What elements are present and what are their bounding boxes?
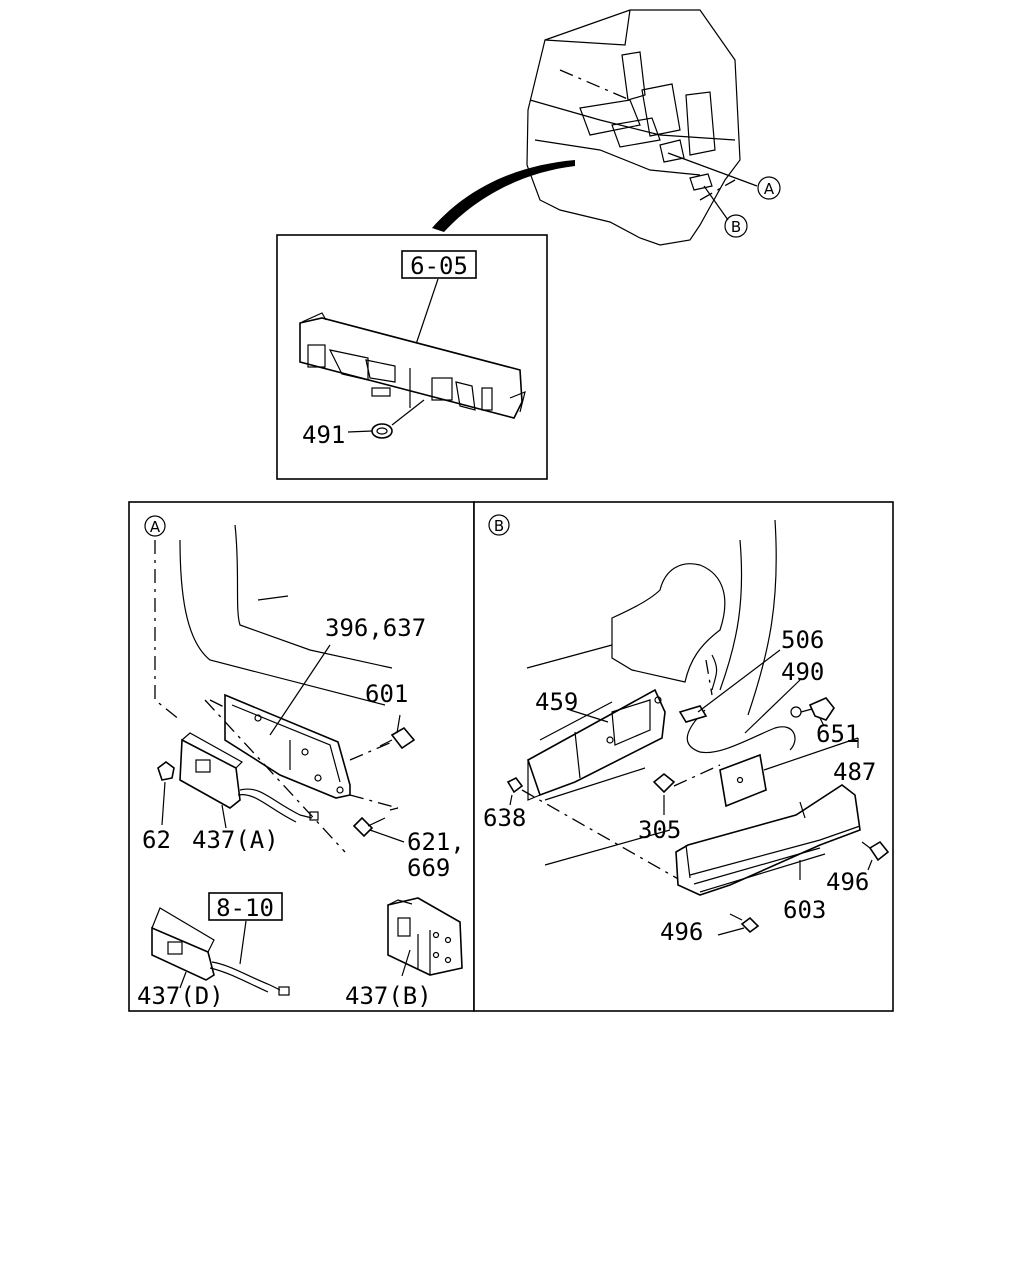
part-638-label: 638	[483, 804, 526, 832]
cab-overview: A B	[432, 9, 781, 246]
bolt-621-669	[352, 816, 374, 838]
part-621-label: 621,	[407, 828, 465, 856]
part-651-label: 651	[816, 720, 859, 748]
ref-box-8-10	[208, 892, 283, 921]
nut-305	[652, 772, 676, 794]
part-490-label: 490	[781, 658, 824, 686]
part-437a-label: 437(A)	[192, 826, 279, 854]
key-651	[808, 697, 835, 721]
part-305-label: 305	[638, 816, 681, 844]
panel-b: B 459 638 305 506 49	[473, 501, 894, 1012]
nut-638	[506, 776, 524, 794]
zoom-arrow	[432, 160, 575, 232]
part-491-label: 491	[302, 421, 345, 449]
part-496b-label: 496	[660, 918, 703, 946]
clip-62	[157, 761, 175, 781]
callout-a-label: A	[764, 180, 775, 198]
cable-490	[686, 709, 796, 754]
part-603-label: 603	[783, 896, 826, 924]
part-437b-label: 437(B)	[345, 982, 432, 1010]
panel-a-marker: A	[150, 518, 161, 536]
part-62-label: 62	[142, 826, 171, 854]
module-437b	[387, 897, 463, 976]
part-669-label: 669	[407, 854, 450, 882]
part-496a-label: 496	[826, 868, 869, 896]
cover-603	[675, 784, 861, 896]
bolt-496-right	[868, 840, 890, 862]
part-396-637-label: 396,637	[325, 614, 426, 642]
module-437a	[179, 738, 241, 809]
detail-box-6-05: 6-05 491	[276, 234, 548, 480]
part-601-label: 601	[365, 680, 408, 708]
module-437d	[151, 926, 215, 981]
ref-6-05-label: 6-05	[410, 252, 468, 280]
part-506-label: 506	[781, 626, 824, 654]
part-487-label: 487	[833, 758, 876, 786]
part-437d-label: 437(D)	[137, 982, 224, 1010]
ref-8-10-label: 8-10	[216, 894, 274, 922]
callout-b-label: B	[731, 218, 741, 236]
ref-box-6-05	[401, 250, 477, 279]
panel-b-marker: B	[494, 517, 504, 535]
part-459-label: 459	[535, 688, 578, 716]
panel-a: A 62 437(A) 396,637 601	[128, 501, 475, 1012]
grommet-491	[371, 423, 393, 439]
bolt-496-bottom	[740, 916, 760, 934]
